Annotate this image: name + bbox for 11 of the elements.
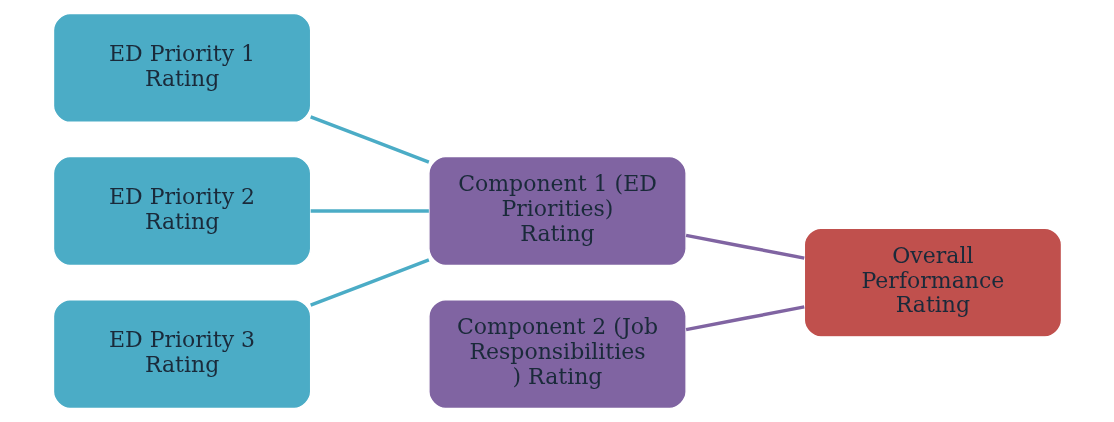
connector bbox=[309, 258, 429, 307]
node-box: Component 2 (Job Responsibilities) Rating bbox=[427, 299, 687, 410]
connector bbox=[685, 305, 805, 332]
node-box: ED Priority 2 Rating bbox=[52, 156, 311, 266]
connector bbox=[310, 209, 429, 213]
node-box: ED Priority 1 Rating bbox=[52, 12, 311, 123]
connector bbox=[309, 115, 429, 164]
node-box: Component 1 (ED Priorities) Rating bbox=[427, 156, 687, 266]
node-box: ED Priority 3 Rating bbox=[52, 299, 311, 410]
connector bbox=[685, 233, 805, 260]
node-box: Overall Performance Rating bbox=[803, 227, 1062, 338]
